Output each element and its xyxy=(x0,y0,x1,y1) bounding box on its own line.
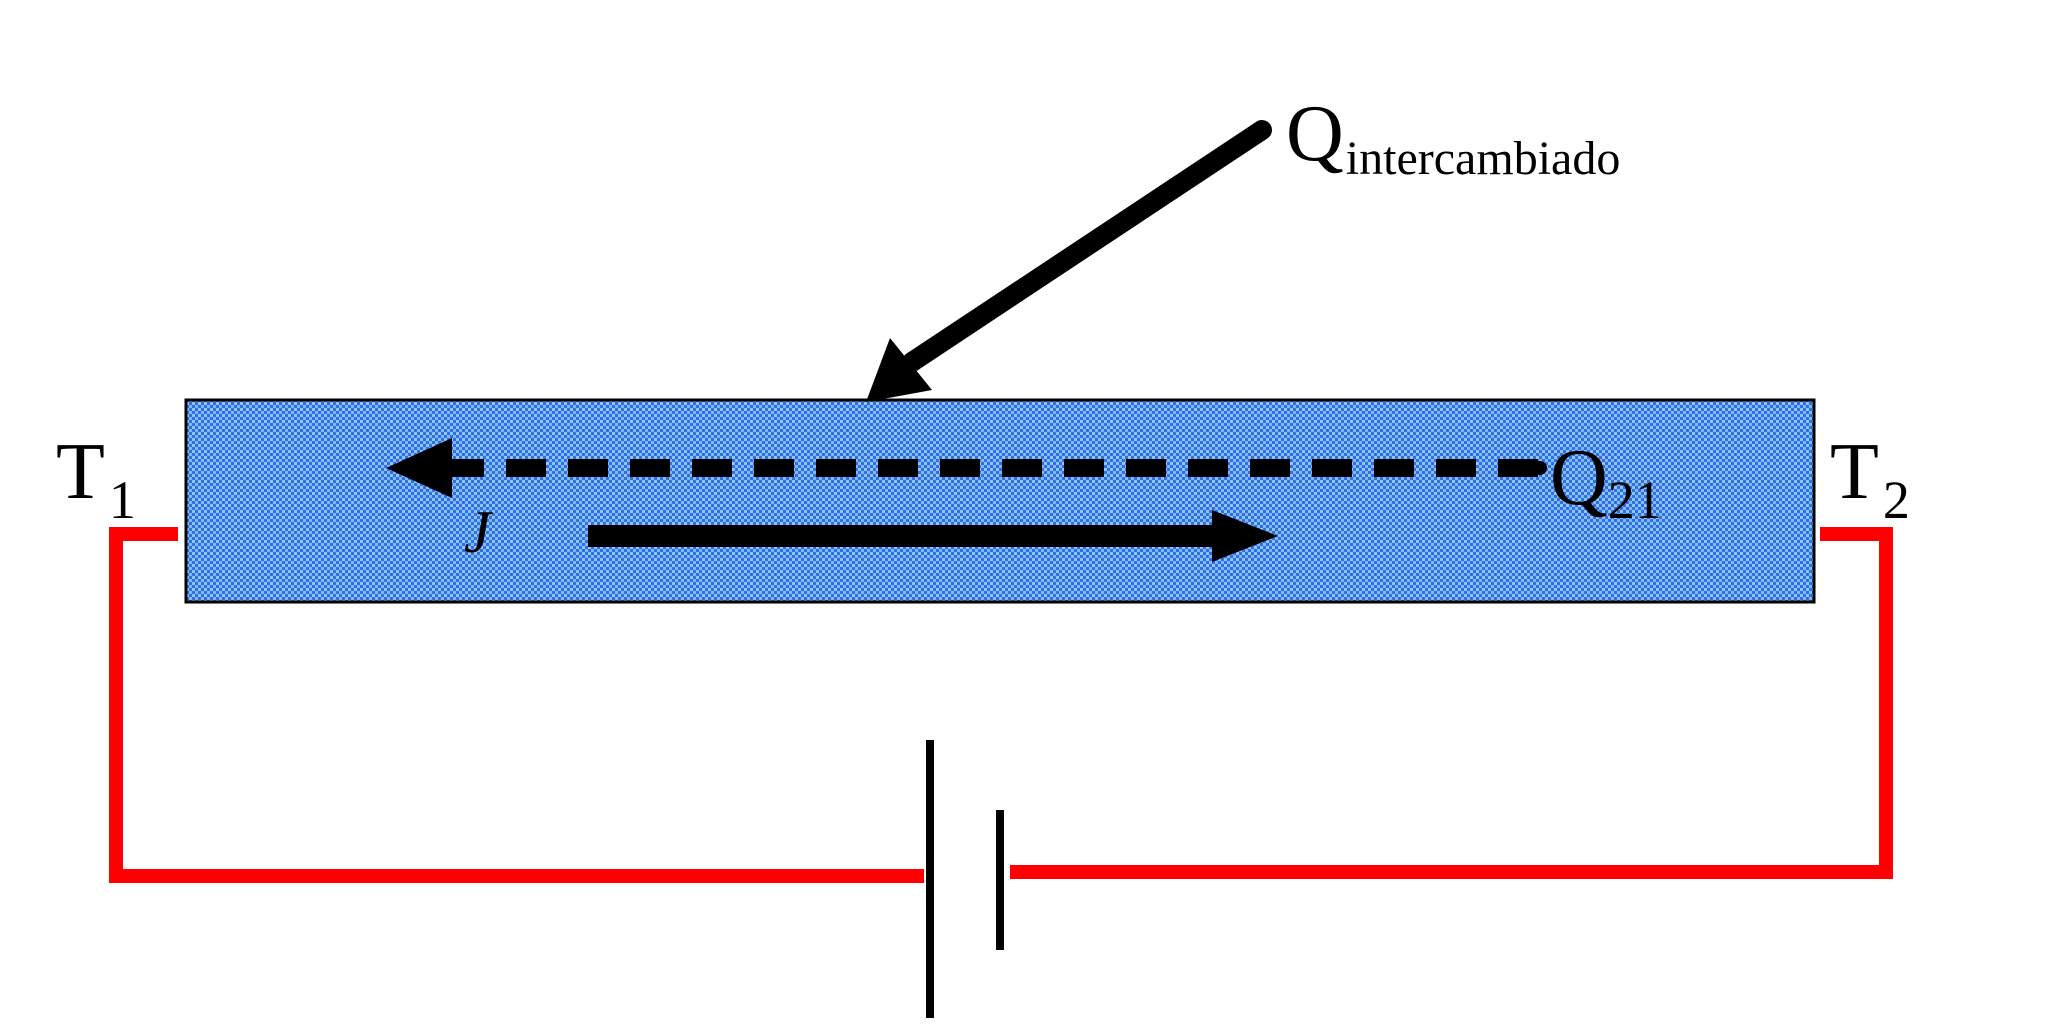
t2-label: T2 xyxy=(1830,428,1910,530)
current-arrow xyxy=(588,510,1278,562)
heat-flow-arrow-q21 xyxy=(386,438,1547,498)
heat-exchanged-arrow xyxy=(866,120,1272,402)
conductor-bar xyxy=(184,398,1816,604)
wire-right xyxy=(1010,527,1893,879)
q21-label: Q21 xyxy=(1550,434,1662,530)
current-label: J xyxy=(464,499,493,565)
q-exchanged-label: Qintercambiado xyxy=(1286,90,1620,185)
t1-label: T1 xyxy=(56,428,136,530)
battery-symbol xyxy=(926,740,1004,1018)
wire-left xyxy=(109,527,924,883)
